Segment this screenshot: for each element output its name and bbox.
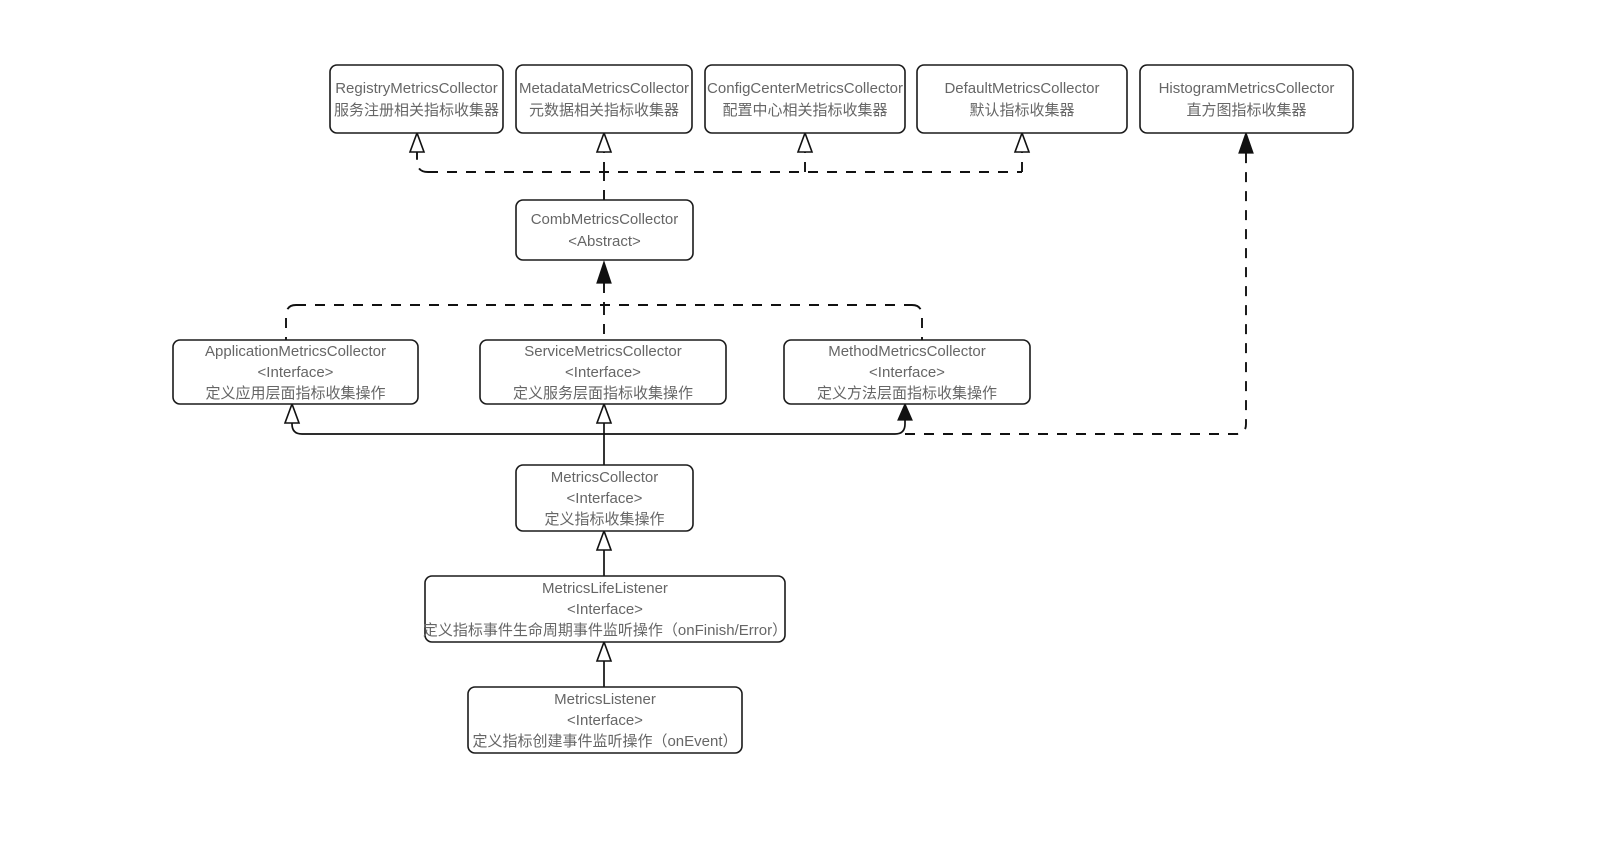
node-title: CombMetricsCollector (531, 211, 679, 228)
node-subtitle: 元数据相关指标收集器 (529, 102, 679, 119)
node-box[interactable] (515, 464, 694, 532)
node-description: 定义方法层面指标收集操作 (817, 385, 997, 402)
node-box[interactable] (916, 64, 1128, 134)
node-description: 定义服务层面指标收集操作 (513, 385, 693, 402)
node-metrics-life-listener[interactable]: MetricsLifeListener <Interface> 定义指标事件生命… (423, 575, 787, 643)
arrowhead-method (897, 402, 913, 421)
node-title: MetadataMetricsCollector (519, 80, 689, 97)
node-box[interactable] (783, 339, 1031, 405)
edge-lifelistener-to-metricscollector (595, 528, 613, 576)
node-title: RegistryMetricsCollector (335, 80, 498, 97)
edge-listener-to-lifelistener (595, 639, 613, 687)
edge-drop-application (285, 304, 297, 340)
node-description: 定义指标创建事件监听操作（onEvent） (472, 733, 737, 750)
edge-mc-to-method (604, 419, 906, 435)
node-metrics-collector[interactable]: MetricsCollector <Interface> 定义指标收集操作 (515, 464, 694, 532)
node-title: DefaultMetricsCollector (944, 80, 1099, 97)
arrowhead-histogram (1238, 131, 1254, 154)
arrowhead-default (1013, 130, 1031, 153)
arrowhead-comb (596, 260, 612, 284)
node-stereotype: <Interface> (258, 364, 334, 381)
node-box[interactable] (467, 686, 743, 754)
arrowhead-metricscollector (595, 528, 613, 551)
node-title: ConfigCenterMetricsCollector (707, 80, 903, 97)
edge-mc-to-application (291, 423, 604, 435)
node-title: MetricsCollector (551, 469, 659, 486)
node-registry-metrics-collector[interactable]: RegistryMetricsCollector 服务注册相关指标收集器 (329, 64, 504, 134)
edge-interfaces-to-comb (285, 260, 923, 340)
node-comb-metrics-collector[interactable]: CombMetricsCollector <Abstract> (515, 199, 694, 261)
edge-histogram-to-method (905, 131, 1254, 435)
node-title: ApplicationMetricsCollector (205, 343, 386, 360)
node-title: MethodMetricsCollector (828, 343, 986, 360)
arrowhead-configcenter (796, 130, 814, 153)
node-subtitle: 服务注册相关指标收集器 (334, 102, 499, 119)
arrowhead-service (595, 401, 613, 424)
node-title: MetricsLifeListener (542, 580, 668, 597)
arrowhead-metadata (595, 130, 613, 153)
node-box[interactable] (424, 575, 786, 643)
edge-layer (283, 130, 1254, 687)
node-box[interactable] (1139, 64, 1354, 134)
edge-riser-registry (416, 152, 429, 173)
node-title: HistogramMetricsCollector (1159, 80, 1335, 97)
node-title: MetricsListener (554, 691, 656, 708)
arrowhead-application (283, 401, 301, 424)
node-box[interactable] (515, 199, 694, 261)
node-stereotype: <Interface> (565, 364, 641, 381)
node-description: 定义指标事件生命周期事件监听操作（onFinish/Error） (423, 621, 787, 639)
node-stereotype: <Interface> (567, 601, 643, 618)
node-config-center-metrics-collector[interactable]: ConfigCenterMetricsCollector 配置中心相关指标收集器 (704, 64, 906, 134)
node-box[interactable] (704, 64, 906, 134)
node-box[interactable] (479, 339, 727, 405)
node-stereotype: <Interface> (869, 364, 945, 381)
node-default-metrics-collector[interactable]: DefaultMetricsCollector 默认指标收集器 (916, 64, 1128, 134)
node-metadata-metrics-collector[interactable]: MetadataMetricsCollector 元数据相关指标收集器 (515, 64, 693, 134)
arrowhead-registry (408, 130, 426, 153)
node-application-metrics-collector[interactable]: ApplicationMetricsCollector <Interface> … (172, 339, 419, 405)
node-subtitle: 直方图指标收集器 (1186, 102, 1306, 119)
node-box[interactable] (515, 64, 693, 134)
edge-metricscollector-generalizations (283, 401, 913, 465)
edge-histogram-route (905, 153, 1247, 435)
node-stereotype: <Abstract> (568, 233, 641, 250)
node-description: 定义应用层面指标收集操作 (205, 384, 385, 402)
node-title: ServiceMetricsCollector (524, 343, 682, 360)
node-service-metrics-collector[interactable]: ServiceMetricsCollector <Interface> 定义服务… (479, 339, 727, 405)
node-stereotype: <Interface> (567, 490, 643, 507)
node-subtitle: 默认指标收集器 (969, 102, 1074, 119)
node-stereotype: <Interface> (567, 712, 643, 729)
node-metrics-listener[interactable]: MetricsListener <Interface> 定义指标创建事件监听操作… (467, 686, 743, 754)
node-subtitle: 配置中心相关指标收集器 (722, 102, 887, 119)
node-method-metrics-collector[interactable]: MethodMetricsCollector <Interface> 定义方法层… (783, 339, 1031, 405)
node-box[interactable] (172, 339, 419, 405)
edge-drop-method (911, 304, 923, 340)
node-description: 定义指标收集操作 (544, 511, 664, 528)
arrowhead-lifelistener (595, 639, 613, 662)
edge-comb-realizations (408, 130, 1031, 200)
node-histogram-metrics-collector[interactable]: HistogramMetricsCollector 直方图指标收集器 (1139, 64, 1354, 134)
node-box[interactable] (329, 64, 504, 134)
